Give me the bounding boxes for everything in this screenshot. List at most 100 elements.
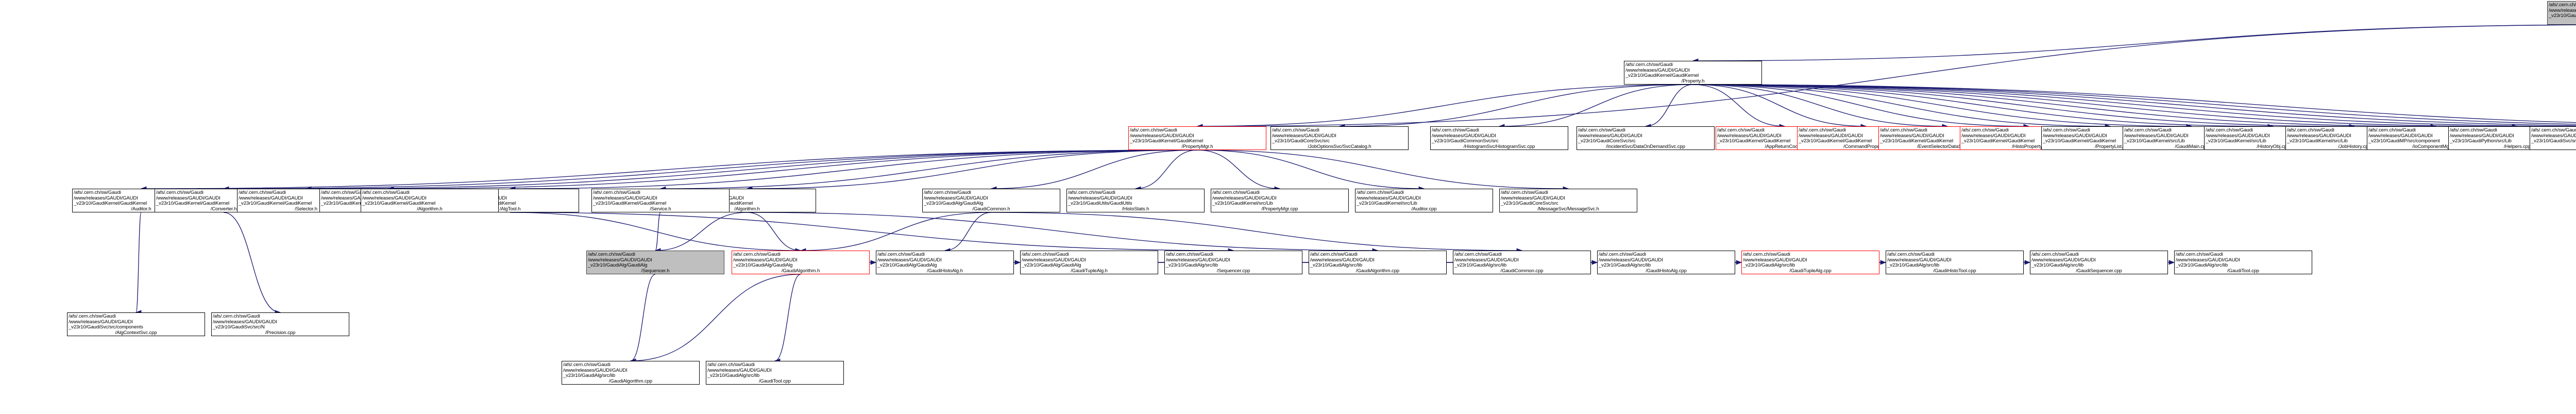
node-text-line: /afs/.cern.ch/sw/Gaudi: [2124, 127, 2172, 133]
node-text-line: /www/releases/GAUDI/GAUDI: [1961, 133, 2026, 139]
node-text-line: /PropertyList.h: [2095, 143, 2126, 150]
graph-node-seq_sub2[interactable]: /afs/.cern.ch/sw/Gaudi/www/releases/GAUD…: [706, 361, 844, 385]
node-text-line: /afs/.cern.ch/sw/Gaudi: [1625, 62, 1673, 68]
graph-node-ntuplesvc_cpp[interactable]: /afs/.cern.ch/sw/Gaudi/www/releases/GAUD…: [2530, 126, 2576, 150]
graph-node-gaudihistoalg_h[interactable]: /afs/.cern.ch/sw/Gaudi/www/releases/GAUD…: [876, 251, 1014, 274]
graph-node-dataondemand_cpp[interactable]: /afs/.cern.ch/sw/Gaudi/www/releases/GAUD…: [1577, 126, 1715, 150]
node-text-line: /www/releases/GAUDI/GAUDI: [1212, 195, 1277, 201]
node-text-line: /afs/.cern.ch/sw/Gaudi: [2287, 127, 2334, 133]
graph-edge: [1645, 84, 1693, 129]
node-text-line: /JobOptionsSvc/SvcCatalog.h: [1308, 143, 1371, 150]
node-text-line: _v23r10/GaudiKernel/GaudiKernel: [2549, 13, 2576, 19]
graph-node-svccatalog_h[interactable]: /afs/.cern.ch/sw/Gaudi/www/releases/GAUD…: [1270, 126, 1409, 150]
graph-node-components_h[interactable]: /afs/.cern.ch/sw/Gaudi/www/releases/GAUD…: [361, 189, 499, 212]
node-text-line: _v23r10/GaudiCommonSvc/src: [1432, 138, 1499, 144]
node-text-line: /www/releases/GAUDI/GAUDI: [1310, 257, 1375, 263]
graph-node-sequencer_h[interactable]: /afs/.cern.ch/sw/Gaudi/www/releases/GAUD…: [586, 251, 724, 274]
node-text-line: /www/releases/GAUDI/GAUDI: [707, 367, 772, 373]
graph-edge: [747, 212, 1379, 253]
node-text-line: /www/releases/GAUDI/GAUDI: [239, 195, 303, 201]
graph-node-gauditupletool_h[interactable]: /afs/.cern.ch/sw/Gaudi/www/releases/GAUD…: [1020, 251, 1158, 274]
node-text-line: /afs/.cern.ch/sw/Gaudi: [1743, 252, 1790, 257]
graph-node-seq_sub1[interactable]: /afs/.cern.ch/sw/Gaudi/www/releases/GAUD…: [562, 361, 700, 385]
node-text-line: _v23r10/GaudiKernel/GaudiKernel: [74, 201, 147, 207]
graph-node-gaudialgorithm_h[interactable]: /afs/.cern.ch/sw/Gaudi/www/releases/GAUD…: [732, 251, 870, 274]
node-text-line: _v23r10/GaudiCoreSvc/src: [1578, 138, 1636, 144]
graph-edge: [140, 150, 1198, 191]
node-text-line: /afs/.cern.ch/sw/Gaudi: [1887, 252, 1935, 257]
graph-node-auditorsvc_cpp[interactable]: /afs/.cern.ch/sw/Gaudi/www/releases/GAUD…: [211, 312, 349, 336]
graph-node-service_h[interactable]: /afs/.cern.ch/sw/Gaudi/www/releases/GAUD…: [591, 189, 730, 212]
node-text-line: /afs/.cern.ch/sw/Gaudi: [321, 190, 368, 195]
graph-edge: [1692, 84, 2274, 129]
graph-node-gaudihisto_cpp[interactable]: /afs/.cern.ch/sw/Gaudi/www/releases/GAUD…: [1597, 251, 1735, 274]
node-text-line: /afs/.cern.ch/sw/Gaudi: [1272, 127, 1319, 133]
node-text-line: _v23r10/GaudiAlg/GaudiAlg: [1022, 262, 1081, 269]
node-text-line: /GaudiSequencer.cpp: [2076, 268, 2122, 274]
node-text-line: /www/releases/GAUDI/GAUDI: [2368, 133, 2433, 139]
node-text-line: /www/releases/GAUDI/GAUDI: [1357, 195, 1421, 201]
graph-edge: [135, 212, 142, 315]
graph-node-algcontextsvc_cpp[interactable]: /afs/.cern.ch/sw/Gaudi/www/releases/GAUD…: [67, 312, 205, 336]
graph-edge: [1692, 84, 2576, 126]
node-text-line: _v23r10/GaudiAlg/src/lib: [1454, 262, 1507, 269]
node-text-line: _v23r10/GaudiKernel/GaudiKernel: [1880, 138, 1954, 144]
node-text-line: /www/releases/GAUDI/GAUDI: [213, 319, 277, 325]
node-text-line: /www/releases/GAUDI/GAUDI: [2206, 133, 2270, 139]
node-text-line: _v23r10/GaudiKernel/src/Lib: [2124, 138, 2185, 144]
node-text-line: _v23r10/GaudiKernel/GaudiKernel: [321, 201, 395, 207]
graph-node-gaudiseq_cpp[interactable]: /afs/.cern.ch/sw/Gaudi/www/releases/GAUD…: [1164, 251, 1302, 274]
node-text-line: _v23r10/GaudiKernel/GaudiKernel: [2043, 138, 2116, 144]
node-text-line: /PropertyCallbackFunctor.h: [2549, 19, 2576, 24]
graph-node-gaudituplealg_cpp[interactable]: /afs/.cern.ch/sw/Gaudi/www/releases/GAUD…: [2030, 251, 2168, 274]
node-text-line: /www/releases/GAUDI/GAUDI: [2549, 7, 2576, 13]
graph-node-gaudicommon_h[interactable]: /afs/.cern.ch/sw/Gaudi/www/releases/GAUD…: [922, 189, 1060, 212]
graph-edge: [659, 150, 1198, 191]
node-text-line: _v23r10/GaudiKernel/src/Lib: [1212, 201, 1273, 207]
graph-edge: [1134, 150, 1198, 191]
graph-node-property_h[interactable]: /afs/.cern.ch/sw/Gaudi/www/releases/GAUD…: [1624, 61, 1762, 85]
node-text-line: /www/releases/GAUDI/GAUDI: [1068, 195, 1132, 201]
graph-node-root[interactable]: /afs/.cern.ch/sw/Gaudi/www/releases/GAUD…: [2547, 1, 2576, 25]
graph-node-propertymgr_h[interactable]: /afs/.cern.ch/sw/Gaudi/www/releases/GAUD…: [1128, 126, 1266, 150]
node-text-line: /Auditor.cpp: [1411, 206, 1437, 212]
node-text-line: /HistoryObj.cpp: [2257, 143, 2290, 150]
graph-edge: [1197, 150, 1281, 191]
graph-edge: [1498, 84, 1693, 129]
graph-node-stat_h[interactable]: /afs/.cern.ch/sw/Gaudi/www/releases/GAUD…: [1499, 189, 1637, 212]
node-text-line: /afs/.cern.ch/sw/Gaudi: [69, 313, 116, 319]
graph-node-gaudisvc_cpp[interactable]: /afs/.cern.ch/sw/Gaudi/www/releases/GAUD…: [1309, 251, 1447, 274]
graph-node-gaudicommon_cpp[interactable]: /afs/.cern.ch/sw/Gaudi/www/releases/GAUD…: [1453, 251, 1591, 274]
graph-node-gaudihistotool_cpp[interactable]: /afs/.cern.ch/sw/Gaudi/www/releases/GAUD…: [1886, 251, 2024, 274]
node-text-line: _v23r10/GaudiSvc/src/components: [69, 324, 143, 330]
node-text-line: /GaudiHistoTool.cpp: [1933, 268, 1976, 274]
node-text-line: /afs/.cern.ch/sw/Gaudi: [213, 313, 260, 319]
node-text-line: /www/releases/GAUDI/GAUDI: [1578, 133, 1642, 139]
graph-edge: [223, 212, 281, 315]
node-text-line: /www/releases/GAUDI/GAUDI: [1432, 133, 1496, 139]
node-text-line: /NTupleSvc.cpp: [2531, 144, 2576, 150]
node-text-line: /Algorithm.h: [734, 206, 760, 212]
node-text-line: /afs/.cern.ch/sw/Gaudi: [1022, 252, 1069, 257]
graph-node-gaudihistos_h[interactable]: /afs/.cern.ch/sw/Gaudi/www/releases/GAUD…: [1066, 189, 1205, 212]
graph-node-gauditupleobj_cpp[interactable]: /afs/.cern.ch/sw/Gaudi/www/releases/GAUD…: [1741, 251, 1879, 274]
node-text-line: /www/releases/GAUDI/GAUDI: [2450, 133, 2514, 139]
node-text-line: _v23r10/GaudiKernel/src/Lib: [2206, 138, 2266, 144]
node-text-line: /afs/.cern.ch/sw/Gaudi: [2368, 127, 2416, 133]
graph-node-gaudialgtool_cpp[interactable]: /afs/.cern.ch/sw/Gaudi/www/releases/GAUD…: [2174, 251, 2312, 274]
node-text-line: /afs/.cern.ch/sw/Gaudi: [2206, 127, 2253, 133]
node-text-line: /afs/.cern.ch/sw/Gaudi: [2549, 2, 2576, 8]
node-text-line: /afs/.cern.ch/sw/Gaudi: [1501, 190, 1548, 195]
graph-node-msgstream_h[interactable]: /afs/.cern.ch/sw/Gaudi/www/releases/GAUD…: [1211, 189, 1349, 212]
graph-edge: [223, 150, 1198, 191]
node-text-line: /PropertyMgr.cpp: [1261, 206, 1298, 212]
node-text-line: _v23r10/GaudiKernel/GaudiKernel: [1130, 138, 1204, 144]
node-text-line: /afs/.cern.ch/sw/Gaudi: [362, 190, 410, 195]
graph-node-prop_callback[interactable]: /afs/.cern.ch/sw/Gaudi/www/releases/GAUD…: [1355, 189, 1493, 212]
node-text-line: /afs/.cern.ch/sw/Gaudi: [1357, 190, 1404, 195]
node-text-line: _v23r10/GaudiAlg/src/lib: [2176, 262, 2228, 269]
graph-node-histogramsvc_cpp[interactable]: /afs/.cern.ch/sw/Gaudi/www/releases/GAUD…: [1430, 126, 1568, 150]
node-text-line: /GaudiAlgorithm.h: [781, 268, 820, 274]
node-text-line: /afs/.cern.ch/sw/Gaudi: [74, 190, 121, 195]
node-text-line: /HistoStats.h: [1122, 206, 1149, 212]
